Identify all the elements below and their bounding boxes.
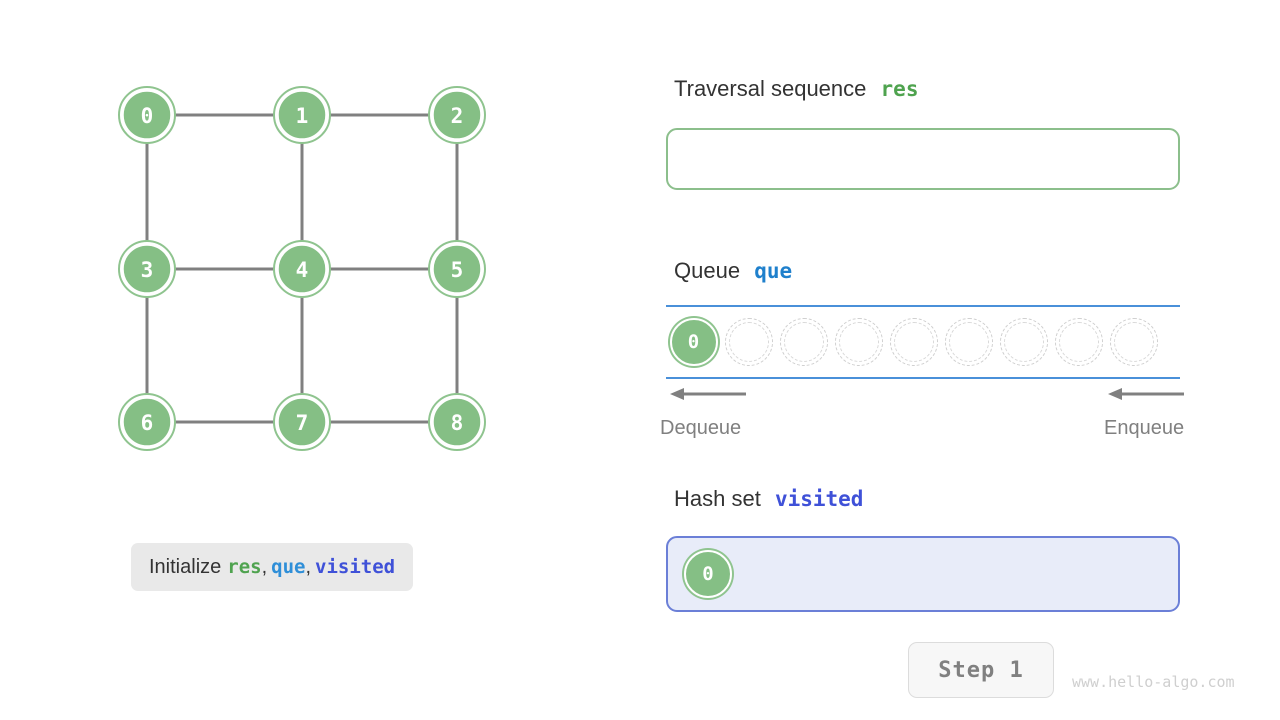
graph-node-fill bbox=[431, 243, 483, 295]
queue-item: 0 bbox=[669, 318, 718, 366]
queue-slot: 0 bbox=[666, 314, 721, 370]
graph-node-ring bbox=[428, 393, 486, 451]
graph-node-fill bbox=[431, 396, 483, 448]
queue-slot bbox=[886, 314, 941, 370]
graph-node-ring bbox=[273, 86, 331, 144]
graph-node-label: 2 bbox=[451, 104, 464, 128]
graph-node-label: 7 bbox=[296, 411, 309, 435]
visited-container: 0 bbox=[666, 536, 1180, 612]
graph-node-6[interactable]: 6 bbox=[118, 393, 176, 451]
queue-empty-slot bbox=[999, 318, 1048, 366]
res-title-plain: Traversal sequence bbox=[674, 76, 867, 101]
caption-term-res: res bbox=[227, 555, 262, 578]
graph-node-1[interactable]: 1 bbox=[273, 86, 331, 144]
caption-separator: , bbox=[305, 555, 312, 578]
graph-node-label: 1 bbox=[296, 104, 309, 128]
dequeue-label: Dequeue bbox=[660, 417, 742, 439]
queue-empty-slot bbox=[944, 318, 993, 366]
queue-slot bbox=[1051, 314, 1106, 370]
graph-node-fill bbox=[121, 243, 173, 295]
res-title-code: res bbox=[880, 77, 919, 101]
graph-node-label: 4 bbox=[296, 258, 309, 282]
caption-terms: res,que,visited bbox=[227, 556, 395, 579]
graph-node-fill bbox=[276, 89, 328, 141]
queue-slot bbox=[996, 314, 1051, 370]
queue-slot bbox=[941, 314, 996, 370]
queue-container: 0 bbox=[666, 305, 1180, 379]
arrow-left-icon-dequeue bbox=[668, 385, 748, 403]
caption-box: Initialize res,que,visited bbox=[131, 543, 414, 591]
arrow-left-icon-enqueue bbox=[1106, 385, 1186, 403]
graph-node-fill bbox=[276, 396, 328, 448]
enqueue-label: Enqueue bbox=[1104, 417, 1185, 439]
graph-node-ring bbox=[118, 240, 176, 298]
graph-node-label: 6 bbox=[141, 411, 154, 435]
graph-node-fill bbox=[121, 89, 173, 141]
watermark: www.hello-algo.com bbox=[1072, 673, 1235, 691]
graph-node-3[interactable]: 3 bbox=[118, 240, 176, 298]
graph-node-label: 8 bbox=[451, 411, 464, 435]
visited-title-plain: Hash set bbox=[674, 486, 761, 511]
right-panel: Traversal sequence res Queue que 0 Deque… bbox=[620, 0, 1280, 720]
graph-node-7[interactable]: 7 bbox=[273, 393, 331, 451]
graph-node-ring bbox=[273, 240, 331, 298]
graph-node-fill bbox=[431, 89, 483, 141]
queue-slot bbox=[721, 314, 776, 370]
caption-prefix: Initialize bbox=[149, 555, 222, 578]
caption-separator: , bbox=[261, 555, 268, 578]
graph-diagram: 0 1 2 3 4 5 6 7 8 bbox=[118, 86, 486, 451]
graph-node-label: 5 bbox=[451, 258, 464, 282]
graph-node-4[interactable]: 4 bbox=[273, 240, 331, 298]
graph-node-fill bbox=[276, 243, 328, 295]
caption-term-visited: visited bbox=[315, 555, 396, 578]
queue-empty-slot bbox=[834, 318, 883, 366]
queue-empty-slot bbox=[1054, 318, 1103, 366]
queue-bottom-rule bbox=[666, 377, 1180, 379]
step-badge: Step 1 bbox=[908, 642, 1054, 698]
graph-node-label: 0 bbox=[141, 104, 154, 128]
graph-node-ring bbox=[428, 86, 486, 144]
graph-node-fill bbox=[121, 396, 173, 448]
queue-empty-slot bbox=[1109, 318, 1158, 366]
res-container bbox=[666, 128, 1180, 190]
queue-top-rule bbox=[666, 305, 1180, 307]
queue-empty-slot bbox=[724, 318, 773, 366]
graph-node-5[interactable]: 5 bbox=[428, 240, 486, 298]
graph-edge-group bbox=[145, 113, 459, 424]
graph-node-ring bbox=[118, 393, 176, 451]
graph-node-ring bbox=[273, 393, 331, 451]
graph-node-8[interactable]: 8 bbox=[428, 393, 486, 451]
visited-section-title: Hash set visited bbox=[674, 486, 863, 512]
queue-slot-list: 0 bbox=[666, 307, 1180, 377]
queue-title-plain: Queue bbox=[674, 258, 741, 283]
queue-slot bbox=[1106, 314, 1161, 370]
graph-node-2[interactable]: 2 bbox=[428, 86, 486, 144]
res-section-title: Traversal sequence res bbox=[674, 76, 918, 102]
graph-node-ring bbox=[118, 86, 176, 144]
queue-section-title: Queue que bbox=[674, 258, 792, 284]
graph-node-0[interactable]: 0 bbox=[118, 86, 176, 144]
queue-empty-slot bbox=[779, 318, 828, 366]
graph-node-ring bbox=[428, 240, 486, 298]
visited-title-code: visited bbox=[774, 487, 864, 511]
queue-empty-slot bbox=[889, 318, 938, 366]
graph-node-label: 3 bbox=[141, 258, 154, 282]
queue-slot bbox=[776, 314, 831, 370]
graph-node-group: 0 1 2 3 4 5 6 7 8 bbox=[118, 86, 486, 451]
graph-panel: 0 1 2 3 4 5 6 7 8 bbox=[0, 0, 620, 720]
visited-item: 0 bbox=[684, 550, 732, 598]
queue-slot bbox=[831, 314, 886, 370]
caption-term-que: que bbox=[271, 555, 306, 578]
queue-title-code: que bbox=[754, 259, 793, 283]
